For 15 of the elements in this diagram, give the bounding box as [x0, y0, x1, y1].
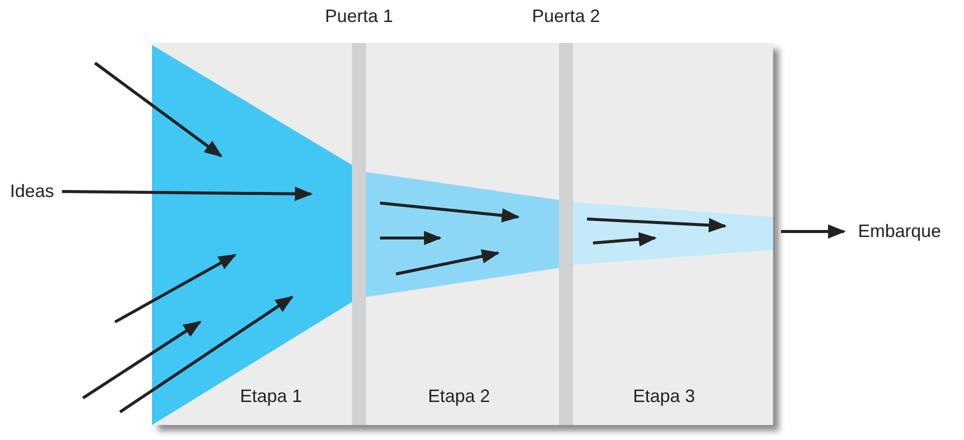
- arrow: [62, 186, 313, 202]
- arrow: [119, 296, 294, 414]
- arrow: [114, 254, 237, 324]
- flow-label: Embarque: [858, 221, 942, 242]
- arrow: [94, 62, 222, 158]
- stage-label: Etapa 1: [240, 386, 302, 407]
- stage-label: Etapa 2: [428, 386, 490, 407]
- gate-label: Puerta 2: [530, 6, 602, 27]
- gate-label: Puerta 1: [324, 6, 394, 27]
- stage-panel: [573, 43, 773, 425]
- arrow: [82, 320, 202, 400]
- flow-label: Ideas: [10, 181, 54, 202]
- arrow: [781, 224, 846, 239]
- stage-label: Etapa 3: [633, 386, 696, 407]
- stage-panel: [366, 43, 559, 425]
